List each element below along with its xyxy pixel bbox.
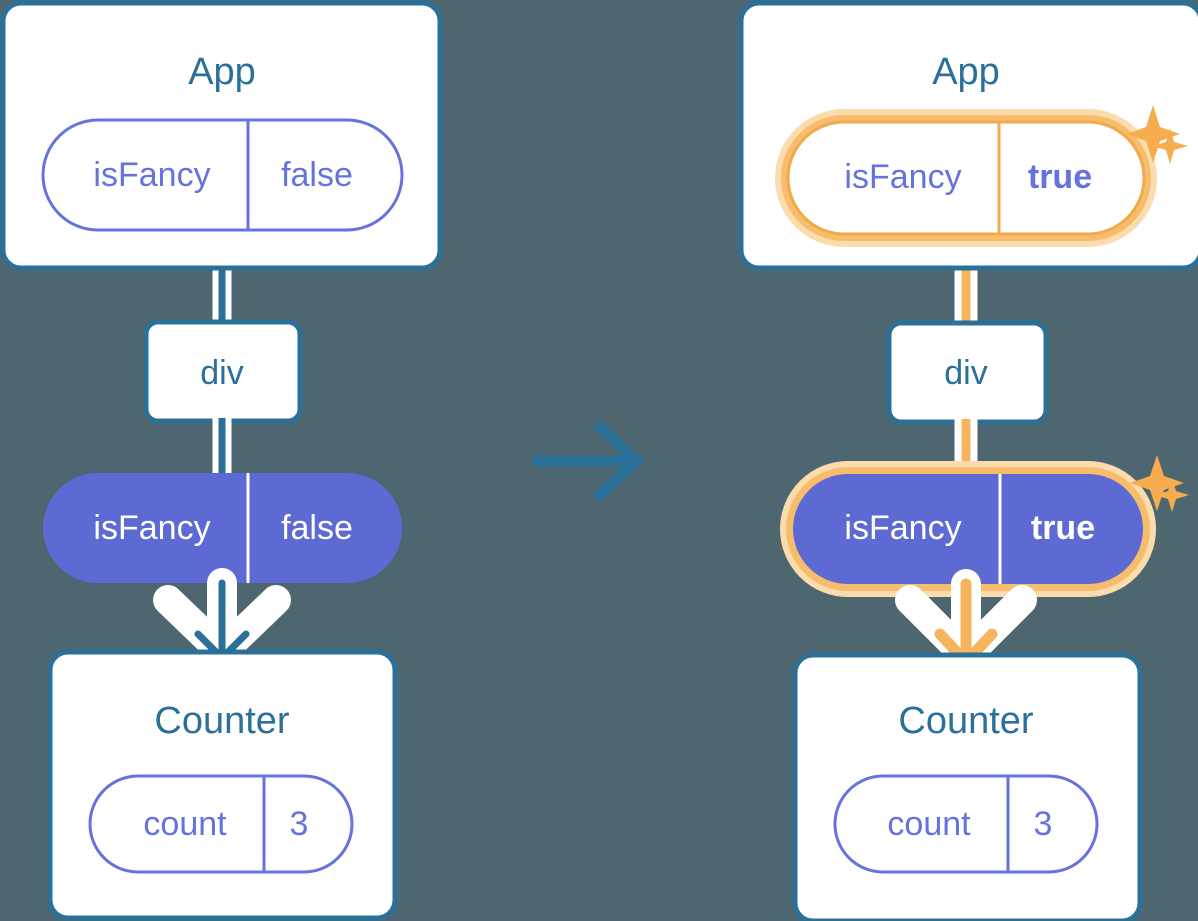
props-pill-after: isFancy true: [793, 474, 1143, 584]
app-title-before: App: [188, 51, 256, 93]
props-key-before: isFancy: [93, 509, 210, 547]
app-state-value-before: false: [281, 156, 353, 194]
props-value-after: true: [1031, 509, 1095, 547]
transition-arrow-icon: [533, 419, 646, 503]
app-state-value-after: true: [1028, 158, 1092, 196]
before-panel: App isFancy false div isFancy false: [0, 0, 443, 921]
app-state-key-before: isFancy: [93, 156, 210, 194]
app-state-pill-before: isFancy false: [41, 118, 404, 232]
sparkle-large-props-icon: [1130, 455, 1184, 511]
props-key-after: isFancy: [844, 509, 961, 547]
counter-title-after: Counter: [898, 700, 1034, 742]
div-title-before: div: [200, 354, 243, 392]
sparkle-large-app-icon: [1126, 105, 1180, 163]
div-title-after: div: [944, 354, 987, 392]
props-pill-before: isFancy false: [43, 473, 402, 583]
counter-state-value-before: 3: [290, 805, 309, 843]
counter-state-value-after: 3: [1034, 805, 1053, 843]
arrow-props-to-counter-after: [895, 569, 1037, 675]
counter-state-pill-after: count 3: [833, 774, 1099, 874]
sparkle-small-props-icon: [1155, 478, 1189, 512]
arrow-props-to-counter-before: [153, 568, 291, 671]
counter-state-key-before: count: [143, 805, 227, 843]
app-title-after: App: [932, 51, 1000, 93]
counter-state-key-after: count: [887, 805, 971, 843]
app-state-key-after: isFancy: [844, 158, 961, 196]
props-value-before: false: [281, 509, 353, 547]
after-panel: App isFancy true div: [738, 0, 1198, 921]
sparkle-small-app-icon: [1152, 128, 1188, 164]
counter-title-before: Counter: [154, 700, 290, 742]
app-state-pill-after: isFancy true: [786, 120, 1146, 236]
counter-state-pill-before: count 3: [88, 774, 354, 874]
